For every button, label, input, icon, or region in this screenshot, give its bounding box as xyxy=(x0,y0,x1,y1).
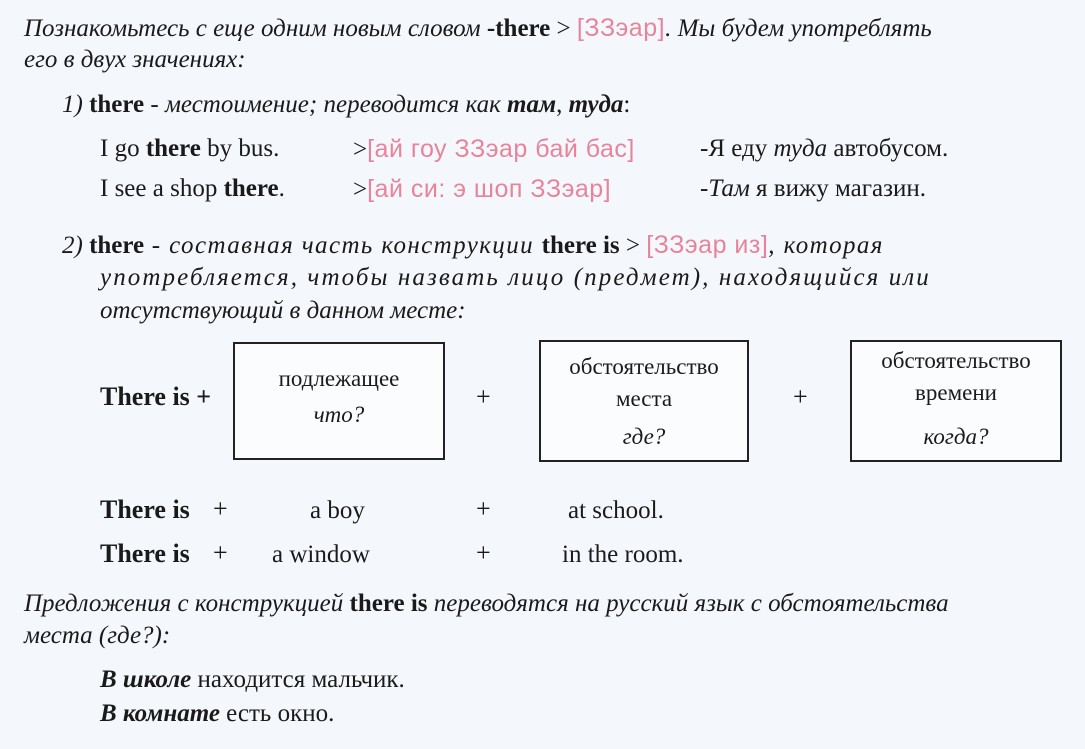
meaning2-line-1: 2) there - составная часть конструкции t… xyxy=(62,230,884,261)
example-text: I go xyxy=(100,135,146,162)
box-place-title-1: обстоятельство xyxy=(569,354,719,379)
example-bold: there xyxy=(223,175,279,202)
example-ru: я вижу магазин. xyxy=(749,175,926,202)
example-trans: [ай гоу ЗЗэар бай бас] xyxy=(367,135,635,163)
meaning1-heading: 1) there - местоимение; переводится как … xyxy=(62,90,630,120)
translation-rest: есть окно. xyxy=(219,700,335,727)
example-row-1-place: at school. xyxy=(568,497,664,524)
meaning1-colon: : xyxy=(623,91,631,118)
rule-text: Предложения с конструкцией xyxy=(24,590,350,617)
example-text: I see a shop xyxy=(100,175,224,202)
translation-rest: находится мальчик. xyxy=(191,666,405,693)
meaning2-word: there xyxy=(89,232,145,259)
meaning1-tam: там xyxy=(507,91,557,118)
translation-1: В школе находится мальчик. xyxy=(100,665,405,695)
box-place: обстоятельство места где? xyxy=(539,340,749,462)
example-row-1-subject: a boy xyxy=(310,497,365,524)
box-time-title-1: обстоятельство xyxy=(881,348,1031,373)
meaning2-line-3: отсутствующий в данном месте: xyxy=(100,297,466,324)
example1-russian: -Я еду туда автобусом. xyxy=(700,134,948,164)
example-ru-it: Там xyxy=(708,175,750,202)
meaning2-desc-2: , которая xyxy=(768,232,884,259)
box-time-title-2: времени xyxy=(915,380,997,405)
box-place-question: где? xyxy=(622,424,666,449)
example-row-2-subject: a window xyxy=(272,541,370,568)
meaning1-desc: - местоимение; переводится как xyxy=(144,91,508,118)
scheme-plus-1: + xyxy=(476,382,491,411)
box-place-title-2: места xyxy=(615,386,673,411)
box-time: обстоятельство времени когда? xyxy=(850,340,1062,462)
intro-arrow: > xyxy=(550,15,577,42)
box-subject: подлежащее что? xyxy=(233,342,445,460)
example-ru: -Я еду xyxy=(700,135,774,162)
example-arrow: > xyxy=(353,176,368,203)
example-trans: [ай си: э шоп ЗЗэар] xyxy=(367,175,612,203)
box-subject-title: подлежащее xyxy=(278,366,400,391)
translation-bold: В школе xyxy=(100,666,192,693)
box-subject-question: что? xyxy=(313,402,365,427)
example1-transcription: >[ай гоу ЗЗэар бай бас] xyxy=(353,134,635,165)
intro-text: Познакомьтесь с еще одним новым словом xyxy=(24,15,487,42)
translation-bold: В комнате xyxy=(100,700,220,727)
meaning2-construct: there is xyxy=(541,232,620,259)
example-arrow: > xyxy=(353,136,368,163)
example-row-2-place: in the room. xyxy=(562,541,684,568)
meaning1-number: 1) xyxy=(62,91,83,118)
scheme-plus-2: + xyxy=(793,382,808,411)
intro-text-2: . Мы будем употреблять xyxy=(665,15,932,42)
intro-transcription: [ЗЗэар] xyxy=(576,14,666,42)
example-ru: - xyxy=(700,175,709,202)
example-text: by bus. xyxy=(200,135,280,162)
example-row-2-lead: There is xyxy=(100,539,190,568)
translation-2: В комнате есть окно. xyxy=(100,699,334,729)
meaning2-trans: [ЗЗэар из] xyxy=(646,231,769,259)
meaning1-tuda: туда xyxy=(568,91,624,118)
rule-construct: there is xyxy=(349,590,428,617)
example2-russian: -Там я вижу магазин. xyxy=(700,174,926,204)
example2-english: I see a shop there. xyxy=(100,174,285,204)
example-bold: there xyxy=(145,135,201,162)
meaning1-word: there xyxy=(89,91,145,118)
intro-line-1: Познакомьтесь с еще одним новым словом -… xyxy=(24,13,932,44)
meaning1-comma: , xyxy=(556,91,569,118)
meaning2-arrow: > xyxy=(619,232,647,259)
box-time-question: когда? xyxy=(923,424,989,449)
example-row-1-lead: There is xyxy=(100,495,190,524)
intro-word: -there xyxy=(486,15,551,42)
scheme-lead: There is + xyxy=(100,382,212,411)
meaning2-line-2: употребляется, чтобы назвать лицо (предм… xyxy=(100,264,931,291)
example-text: . xyxy=(278,175,285,202)
example-row-1-plus-2: + xyxy=(476,494,491,523)
example1-english: I go there by bus. xyxy=(100,134,279,164)
meaning2-desc: - составная часть конструкции xyxy=(144,232,542,259)
example-ru-it: туда xyxy=(773,135,828,162)
example-ru: автобусом. xyxy=(827,135,949,162)
example-row-1-plus-1: + xyxy=(213,494,228,523)
intro-line-2: его в двух значениях: xyxy=(24,46,246,73)
meaning2-number: 2) xyxy=(62,232,83,259)
example-row-2-plus-2: + xyxy=(476,538,491,567)
example2-transcription: >[ай си: э шоп ЗЗэар] xyxy=(353,174,611,205)
rule-text-2: переводятся на русский язык с обстоятель… xyxy=(427,590,949,617)
rule-line-2: места (где?): xyxy=(24,622,171,649)
rule-line-1: Предложения с конструкцией there is пере… xyxy=(24,589,949,619)
example-row-2-plus-1: + xyxy=(213,538,228,567)
